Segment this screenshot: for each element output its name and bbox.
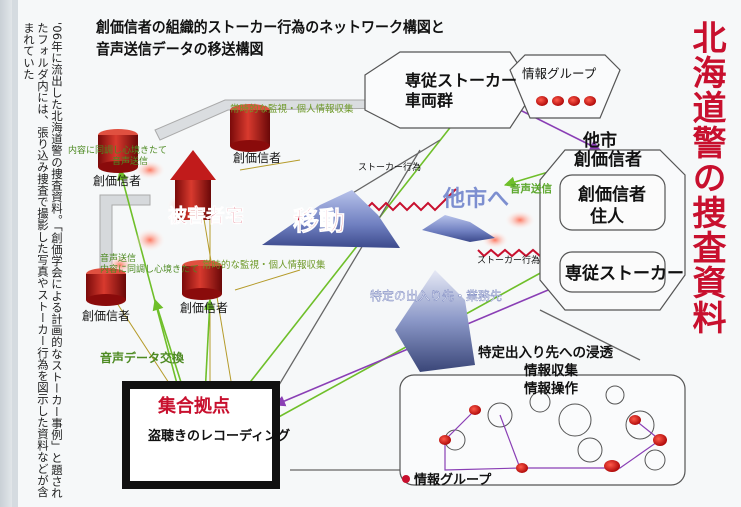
surveillance-label-top: 常時的な監視・個人情報収集 xyxy=(230,103,354,115)
specific-destinations-label: 特定の出入り先・業務先 xyxy=(370,288,502,303)
audio-transmission-left-2: 内容に同調し心境きたて xyxy=(100,263,199,275)
info-group-top-label: 情報グループ xyxy=(522,66,597,81)
green-arrows xyxy=(117,114,632,431)
local-member-line-2: 住人 xyxy=(590,206,625,227)
recording-label: 盗聴きのレコーディング xyxy=(148,428,290,444)
mountain-shape xyxy=(262,190,400,248)
stalker-act-label-right: ストーカー行為 xyxy=(477,254,540,266)
to-other-city-label: 他市へ xyxy=(442,186,509,212)
mountain-shape xyxy=(422,215,495,242)
audio-data-exchange-label: 音声データ交換 xyxy=(100,350,185,365)
dedicated-stalker-box xyxy=(559,251,666,293)
relocation-label: 移動 xyxy=(293,207,345,237)
member-label: 創価信者 xyxy=(82,309,130,323)
member-label: 創価信者 xyxy=(180,301,228,315)
other-city-line-1: 他市 xyxy=(582,130,617,151)
info-group-bottom-label: 情報グループ xyxy=(414,472,492,488)
info-manipulation-label: 情報操作 xyxy=(524,380,578,397)
audio-transmission-left-1: 音声送信 xyxy=(100,252,136,264)
vertical-title: 北海道警の捜査資料 xyxy=(686,20,726,335)
info-group-dots xyxy=(536,96,596,106)
audio-transmission-label: 音声送信 xyxy=(510,182,552,195)
diagram-title-line-2: 音声送信データの移送構図 xyxy=(96,40,264,58)
member-label: 創価信者 xyxy=(233,151,281,165)
dedicated-stalker-label: 専従ストーカー xyxy=(565,263,684,284)
eavesdrop-label-top-1: 内容に同調し心境きたて xyxy=(68,144,167,156)
victim-house-icon xyxy=(170,150,216,220)
info-network-agents xyxy=(439,405,667,473)
local-member-line-1: 創価信者 xyxy=(577,184,646,205)
hexagon-stalker-vehicles xyxy=(364,51,536,129)
member-cylinder xyxy=(86,268,126,306)
stalker-vehicles-line-1: 専従ストーカー xyxy=(405,71,517,90)
local-member-box xyxy=(559,174,666,231)
gathering-base-box xyxy=(122,381,280,489)
infiltration-label: 特定出入り先への浸透 xyxy=(478,344,613,361)
binding-edge xyxy=(12,0,18,507)
destination-tower xyxy=(395,270,475,372)
eavesdrop-label-top-2: 音声送信 xyxy=(112,155,148,167)
stalker-act-label-top: ストーカー行為 xyxy=(358,161,421,173)
info-collection-label: 情報収集 xyxy=(524,362,578,379)
member-cylinder xyxy=(230,104,270,152)
stalker-vehicles-line-2: 車両群 xyxy=(405,91,453,110)
member-cylinder xyxy=(182,260,222,300)
info-network-box xyxy=(399,374,686,486)
other-city-line-2: 創価信者 xyxy=(573,149,642,170)
member-label: 創価信者 xyxy=(93,174,141,188)
side-caption: '06年に流出した北海道警の捜査資料。「創価学会による計画的なストーカー事例」と… xyxy=(22,22,64,499)
info-group-legend-dot xyxy=(402,475,410,483)
diagram-title-line-1: 創価信者の組織的ストーカー行為のネットワーク構図と xyxy=(96,18,445,36)
info-network-nodes xyxy=(444,385,666,471)
surveillance-label-bottom: 常時的な監視・個人情報収集 xyxy=(202,259,326,271)
gathering-base-label: 集合拠点 xyxy=(157,395,230,417)
victim-home-label: 被害者宅 xyxy=(168,204,244,227)
member-cylinder xyxy=(98,129,138,173)
info-group-pentagon xyxy=(509,54,621,119)
